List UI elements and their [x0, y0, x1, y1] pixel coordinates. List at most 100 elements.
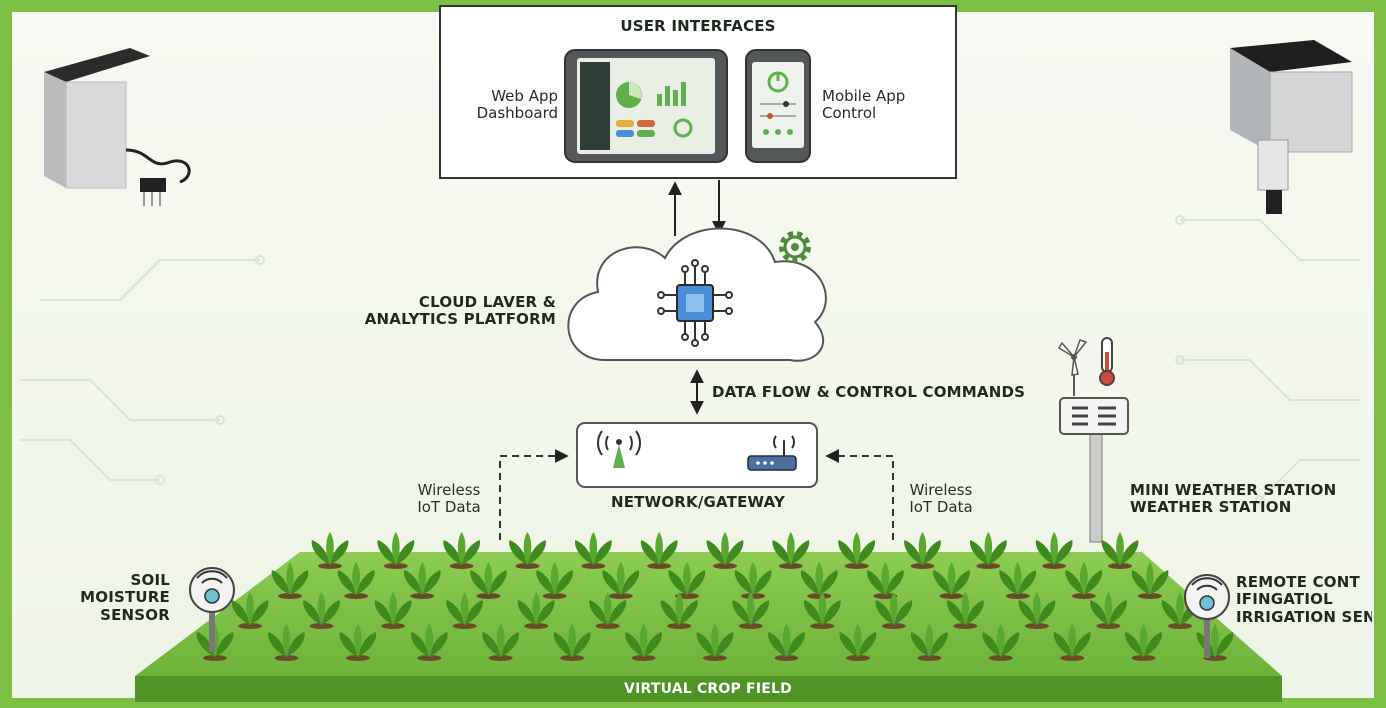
crop-plant [706, 532, 744, 569]
processor-chip-icon [657, 259, 733, 347]
irrigation-sensor-line1: REMOTE CONT [1236, 574, 1360, 591]
tablet-icon [564, 49, 728, 163]
wireless-right-line2: IoT Data [909, 498, 973, 517]
crop-plant [377, 532, 415, 569]
wireless-left-line1: Wireless [417, 481, 481, 499]
crop-plant [668, 562, 706, 599]
crop-plant [1131, 562, 1169, 599]
crop-plant [734, 562, 772, 599]
cloud-label: CLOUD LAVER & ANALYTICS PLATFORM [356, 293, 556, 329]
weather-station-label: MINI WEATHER STATION WEATHER STATION [1130, 481, 1350, 517]
crop-plant [311, 532, 349, 569]
crop-plant [640, 532, 678, 569]
web-app-label-line2: Dashboard [476, 104, 558, 123]
crop-plant [772, 532, 810, 569]
crop-plant [403, 562, 441, 599]
weather-station-line2: WEATHER STATION [1130, 498, 1292, 517]
crop-plant [660, 592, 698, 629]
crop-plant [1035, 532, 1073, 569]
gear-icon [779, 231, 811, 263]
crop-plant [910, 624, 948, 661]
weather-station-line1: MINI WEATHER STATION [1130, 481, 1337, 499]
crop-plant [875, 592, 913, 629]
soil-sensor-line2: MOISTURE [80, 588, 170, 607]
gateway-label: NETWORK/GATEWAY [610, 493, 786, 511]
crop-plant [732, 592, 770, 629]
antenna-tower-icon [597, 430, 641, 468]
crop-plant [303, 592, 340, 629]
data-flow-label: DATA FLOW & CONTROL COMMANDS [712, 383, 1026, 401]
crop-plant [982, 624, 1020, 661]
mobile-app-label-line1: Mobile App [822, 87, 906, 105]
mobile-app-label-line2: Control [822, 104, 877, 123]
crop-plant [999, 562, 1037, 599]
wireless-right-label: Wireless IoT Data [898, 481, 984, 517]
irrigation-sensor-line3: IRRIGATION SEN [1236, 607, 1372, 626]
crop-plant [517, 592, 555, 629]
irrigation-sensor-device [1184, 574, 1230, 658]
weather-sensor-box-image [1230, 40, 1353, 214]
circuit-traces [20, 215, 1360, 505]
crop-plant [800, 562, 838, 599]
crop-plant [231, 592, 269, 629]
crop-plant [589, 592, 627, 629]
soil-sensor-line3: SENSOR [100, 605, 170, 624]
crop-plant [1065, 562, 1103, 599]
crop-plant [410, 624, 448, 661]
crop-plant [625, 624, 662, 661]
cloud-label-line1: CLOUD LAVER & [418, 293, 556, 311]
crop-plant [969, 532, 1007, 569]
wireless-arrow-right [825, 449, 894, 540]
gateway-box [576, 422, 818, 488]
mobile-app-label: Mobile App Control [822, 87, 932, 123]
weather-station-icon [1057, 339, 1129, 543]
crop-plant [803, 592, 841, 629]
user-interfaces-title: USER INTERFACES [620, 17, 776, 35]
crop-plant [1125, 624, 1162, 661]
wireless-left-line2: IoT Data [417, 498, 481, 517]
crop-plant [867, 562, 904, 599]
irrigation-sensor-label: REMOTE CONT IFINGATIOL IRRIGATION SEN [1236, 574, 1372, 626]
soil-sensor-line1: SOIL [130, 571, 170, 589]
crop-plant [838, 532, 876, 569]
crop-plant [470, 562, 507, 599]
wireless-arrow-left [499, 449, 569, 540]
crop-plant [602, 562, 640, 599]
crop-plant [933, 562, 970, 599]
crop-plant [446, 592, 483, 629]
soil-sensor-device [189, 567, 235, 652]
thermometer-icon [1099, 337, 1115, 386]
crop-plant [271, 562, 309, 599]
web-app-label: Web App Dashboard [458, 87, 558, 123]
crop-plant [1090, 592, 1127, 629]
crop-plant [553, 624, 591, 661]
crop-plant [339, 624, 377, 661]
irrigation-sensor-line2: IFINGATIOL [1236, 590, 1333, 609]
wireless-right-line1: Wireless [909, 481, 973, 499]
crop-plant [509, 532, 546, 569]
web-app-label-line1: Web App [491, 87, 558, 105]
crop-plant [443, 532, 481, 569]
wireless-left-label: Wireless IoT Data [406, 481, 492, 517]
phone-icon [745, 49, 811, 163]
crop-plant [904, 532, 941, 569]
crop-plant [268, 624, 305, 661]
crop-plant [1101, 532, 1139, 569]
crop-plant [768, 624, 805, 661]
crop-plant [1018, 592, 1056, 629]
soil-sensor-label: SOIL MOISTURE SENSOR [70, 571, 170, 624]
crop-plant [536, 562, 573, 599]
crop-plant [574, 532, 612, 569]
crop-plant [337, 562, 375, 599]
soil-sensor-box-image [44, 48, 191, 206]
crop-plant [947, 592, 984, 629]
crop-plants [196, 532, 1234, 661]
crop-plant [1053, 624, 1091, 661]
router-icon [747, 435, 797, 471]
crop-plant [374, 592, 412, 629]
crop-plant [696, 624, 734, 661]
crop-plant [482, 624, 520, 661]
field-label: VIRTUAL CROP FIELD [624, 681, 792, 697]
